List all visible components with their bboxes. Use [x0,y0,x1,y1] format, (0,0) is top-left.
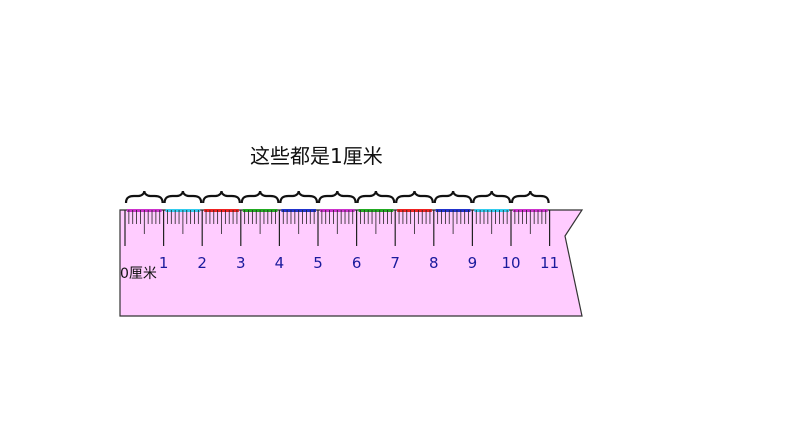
number-label-10: 10 [501,254,520,272]
brace-7 [356,190,396,204]
brace-1 [124,190,164,204]
brace-11 [510,190,550,204]
number-labels: 1 2 3 4 5 6 7 8 9 10 11 [159,254,559,272]
brace-6 [317,190,357,204]
number-label-3: 3 [236,254,246,272]
brace-group [124,190,550,204]
brace-3 [202,190,241,204]
number-label-6: 6 [352,254,362,272]
number-label-1: 1 [159,254,169,272]
number-label-7: 7 [390,254,400,272]
brace-8 [395,190,434,204]
number-label-11: 11 [540,254,559,272]
brace-9 [433,190,473,204]
number-label-5: 5 [313,254,323,272]
number-label-2: 2 [197,254,207,272]
zero-centimeter-label: 0厘米 [120,266,157,282]
brace-4 [240,190,280,204]
number-label-4: 4 [275,254,285,272]
number-label-8: 8 [429,254,439,272]
number-label-9: 9 [468,254,478,272]
caption-text: 这些都是1厘米 [250,144,383,168]
tick-marks [124,210,551,246]
brace-5 [279,190,319,204]
brace-2 [163,190,203,204]
brace-10 [472,190,512,204]
